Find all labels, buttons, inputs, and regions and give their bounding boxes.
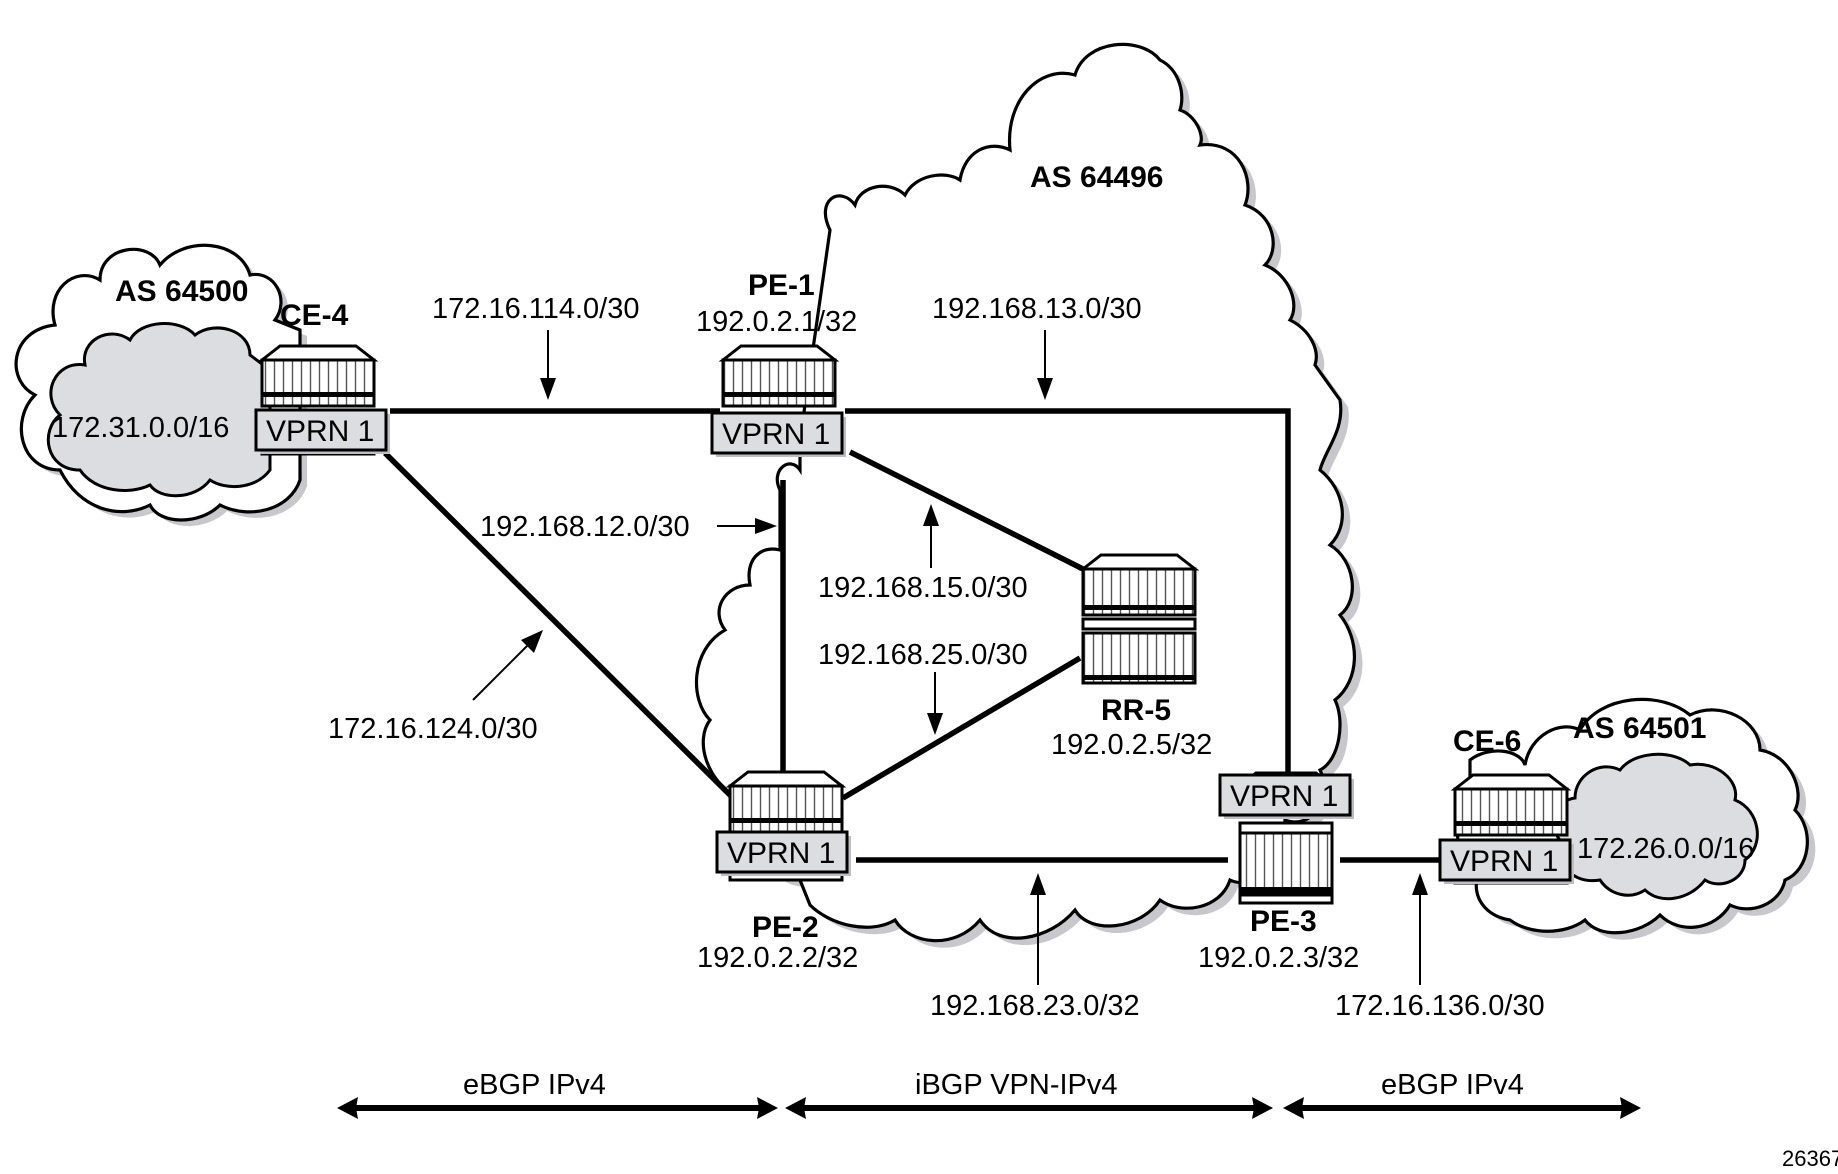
session-ebgp-right: eBGP IPv4	[1283, 1069, 1641, 1119]
vprn-label: VPRN 1	[727, 837, 835, 870]
as-64496-cloud: AS 64496	[694, 42, 1363, 948]
node-address-pe-1: 192.0.2.1/32	[696, 306, 857, 338]
arrowhead-icon	[757, 1097, 778, 1119]
session-ebgp-left: eBGP IPv4	[337, 1069, 778, 1119]
arrowhead-icon	[927, 713, 943, 735]
subnet-label: 192.168.23.0/32	[930, 990, 1140, 1022]
router-ce-6: VPRN 1	[1438, 773, 1574, 885]
node-address-rr-5: 192.0.2.5/32	[1051, 729, 1212, 761]
prefix-label: 172.31.0.0/16	[52, 412, 229, 444]
arrowhead-icon	[1283, 1097, 1304, 1119]
subnet-label: 172.16.124.0/30	[328, 713, 538, 745]
router-rr-5	[1078, 553, 1200, 685]
subnet-label: 192.168.15.0/30	[818, 572, 1028, 604]
vprn-instance	[1438, 838, 1572, 882]
arrowhead-icon	[521, 630, 543, 653]
link-ce4-pe2	[383, 451, 737, 802]
node-name-pe-2: PE-2	[752, 911, 819, 944]
node-name-pe-1: PE-1	[748, 269, 815, 302]
node-name-rr-5: RR-5	[1101, 694, 1171, 727]
router-pe-3: VPRN 1	[1218, 771, 1354, 905]
router-pe-2: VPRN 1	[715, 770, 851, 882]
subnet-label: 192.168.12.0/30	[480, 511, 690, 543]
links-layer	[383, 408, 1440, 863]
session-ibgp: iBGP VPN-IPv4	[785, 1069, 1273, 1119]
vprn-instance	[710, 411, 844, 455]
prefix-label: 172.26.0.0/16	[1577, 833, 1754, 865]
link-pe1-rr5	[848, 449, 1085, 572]
arrowhead-icon	[1412, 873, 1428, 895]
pointer-arrow	[472, 642, 531, 701]
vprn-label: VPRN 1	[266, 415, 374, 448]
router-pe-1: VPRN 1	[710, 344, 846, 457]
figure-number: 26367	[1782, 1146, 1838, 1171]
arrowhead-icon	[1252, 1097, 1273, 1119]
as-64500-cloud: AS 64500 172.31.0.0/16	[14, 243, 308, 526]
subnet-annotations: 172.16.114.0/30 172.16.124.0/30 192.168.…	[328, 293, 1545, 1022]
bgp-sessions: eBGP IPv4 iBGP VPN-IPv4 eBGP IPv4	[337, 1069, 1641, 1119]
session-label: eBGP IPv4	[463, 1069, 606, 1101]
vprn-label: VPRN 1	[1450, 845, 1558, 878]
node-address-pe-2: 192.0.2.2/32	[697, 942, 858, 974]
arrowhead-icon	[540, 378, 556, 400]
routers-layer: VPRN 1 VPRN 1 VPRN 1 VPRN 1 VPRN 1	[254, 344, 1574, 905]
arrowhead-icon	[755, 518, 777, 534]
as-label: AS 64496	[1030, 161, 1163, 194]
node-labels: CE-4 PE-1 192.0.2.1/32 PE-2 192.0.2.2/32…	[280, 269, 1521, 974]
arrowhead-icon	[785, 1097, 806, 1119]
arrowhead-icon	[1030, 873, 1046, 895]
vprn-instance	[715, 830, 849, 874]
session-label: eBGP IPv4	[1381, 1069, 1524, 1101]
node-name-ce-6: CE-6	[1453, 725, 1521, 758]
as-label: AS 64500	[115, 275, 248, 308]
vprn-instance	[254, 408, 388, 452]
arrowhead-icon	[923, 504, 939, 526]
node-name-ce-4: CE-4	[280, 299, 349, 332]
arrowhead-icon	[337, 1097, 358, 1119]
subnet-label: 192.168.25.0/30	[818, 639, 1028, 671]
node-address-pe-3: 192.0.2.3/32	[1198, 942, 1359, 974]
as-label: AS 64501	[1573, 712, 1706, 745]
subnet-label: 172.16.136.0/30	[1335, 990, 1545, 1022]
session-label: iBGP VPN-IPv4	[915, 1069, 1118, 1101]
link-pe1-pe3	[845, 408, 1291, 778]
subnet-label: 172.16.114.0/30	[432, 293, 640, 325]
arrowhead-icon	[1037, 378, 1053, 400]
vprn-label: VPRN 1	[722, 418, 830, 451]
node-name-pe-3: PE-3	[1250, 905, 1317, 938]
vprn-label: VPRN 1	[1230, 780, 1338, 813]
subnet-label: 192.168.13.0/30	[932, 293, 1142, 325]
arrowhead-icon	[1620, 1097, 1641, 1119]
link-pe2-rr5	[841, 655, 1082, 801]
router-ce-4: VPRN 1	[254, 344, 390, 456]
vprn-instance	[1218, 773, 1352, 817]
